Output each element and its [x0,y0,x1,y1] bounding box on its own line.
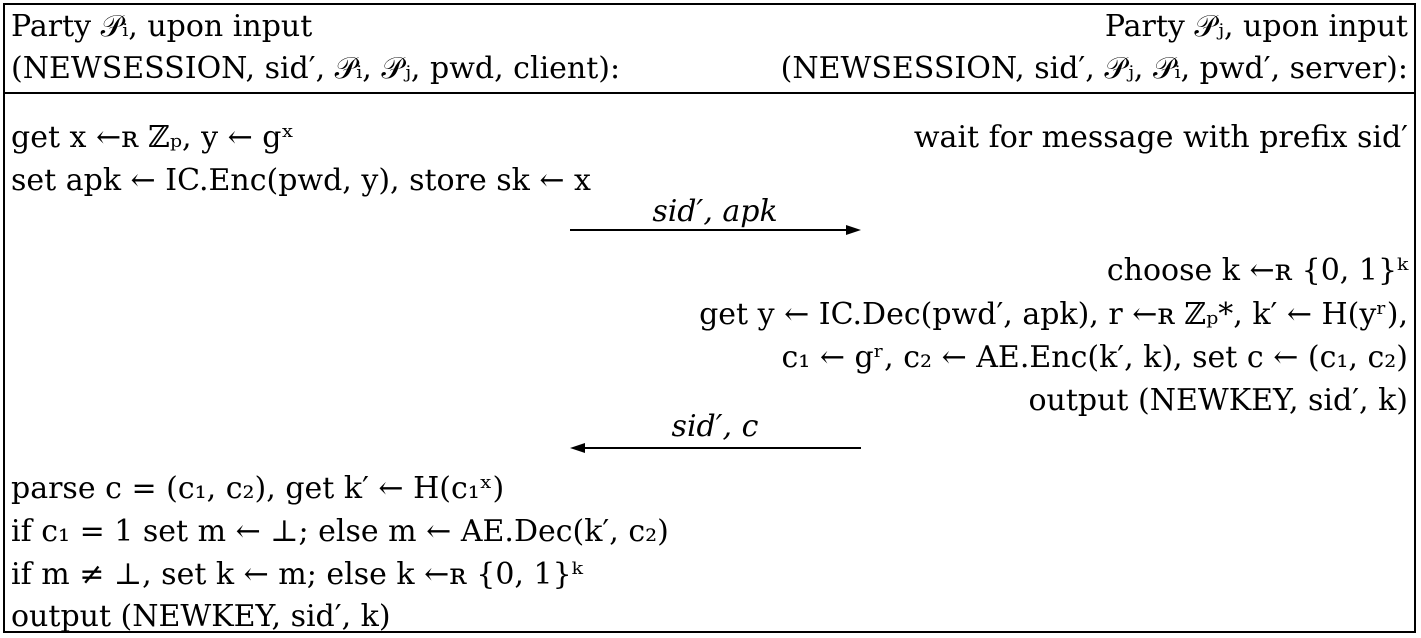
client-input-tuple: (NEWSESSION, sid′, 𝒫ᵢ, 𝒫ⱼ, pwd, client): [11,51,621,86]
message-1-arrow-right [570,224,861,236]
server-step-2: choose k ←ʀ {0, 1}ᵏ [1106,253,1408,288]
client-step-5: if m ≠ ⊥, set k ← m; else k ←ʀ {0, 1}ᵏ [11,557,583,592]
arrow-left-icon [570,443,861,453]
message-2-label: sid′, c [671,409,759,444]
client-party-heading: Party 𝒫ᵢ, upon input [11,9,313,44]
client-step-1: get x ←ʀ ℤₚ, y ← gˣ [11,120,295,155]
server-step-1: wait for message with prefix sid′ [913,120,1408,155]
message-1-label: sid′, apk [652,194,778,229]
arrow-right-icon [570,225,861,235]
server-step-5: output (NEWKEY, sid′, k) [1028,383,1408,418]
header-divider [5,92,1414,94]
client-step-2: set apk ← IC.Enc(pwd, y), store sk ← x [11,163,591,198]
server-step-3: get y ← IC.Dec(pwd′, apk), r ←ʀ ℤₚ*, k′ … [699,297,1408,332]
server-step-4: c₁ ← gʳ, c₂ ← AE.Enc(k′, k), set c ← (c₁… [781,340,1409,375]
protocol-header: Party 𝒫ᵢ, upon input (NEWSESSION, sid′, … [5,5,1414,92]
client-step-6: output (NEWKEY, sid′, k) [11,599,391,634]
server-input-tuple: (NEWSESSION, sid′, 𝒫ⱼ, 𝒫ᵢ, pwd′, server)… [780,51,1408,86]
protocol-box: Party 𝒫ᵢ, upon input (NEWSESSION, sid′, … [3,3,1416,634]
message-2-arrow-left [570,442,861,454]
client-step-3: parse c = (c₁, c₂), get k′ ← H(c₁ˣ) [11,471,505,506]
client-step-4: if c₁ = 1 set m ← ⊥; else m ← AE.Dec(k′,… [11,514,669,549]
server-party-heading: Party 𝒫ⱼ, upon input [1104,9,1408,44]
